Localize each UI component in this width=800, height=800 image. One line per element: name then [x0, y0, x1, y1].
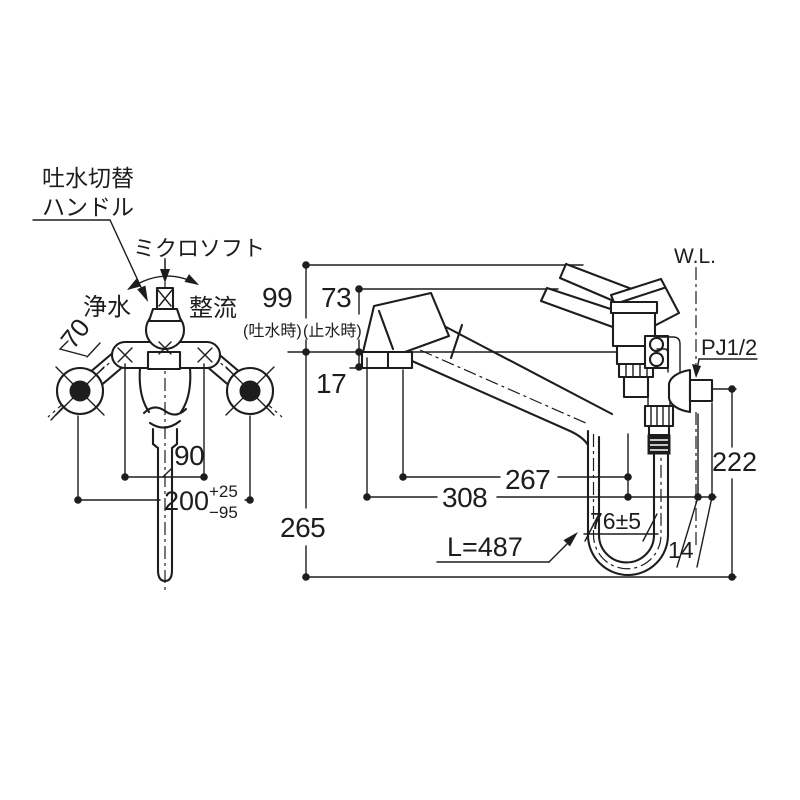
lever-cap-seam	[616, 286, 666, 305]
hose-loop	[586, 429, 670, 577]
dim-99-note: (吐水時)	[243, 322, 302, 340]
valve-body	[609, 300, 659, 399]
spout-tube	[410, 323, 614, 447]
dim-200-value: 200	[164, 486, 209, 516]
hose-length-value: L=487	[447, 532, 523, 562]
thread-callout: PJ1/2	[692, 335, 758, 378]
dim-76: 76±5	[583, 508, 659, 542]
mode-left-label: 浄水	[83, 294, 131, 321]
side-view: W.L.	[243, 245, 758, 581]
spray-head	[360, 291, 451, 370]
dim-267-value: 267	[505, 464, 550, 495]
check-valve-unit	[643, 334, 670, 370]
spray-switch-label: ミクロソフト	[133, 236, 265, 261]
thread-label: PJ1/2	[701, 335, 757, 360]
dim-73-value: 73	[321, 282, 351, 313]
hose-nipple	[643, 379, 675, 455]
right-wall-fitting	[225, 366, 275, 416]
mode-right-label: 整流	[189, 295, 237, 322]
head-center-mark	[158, 341, 172, 355]
dim-14-value: 14	[668, 537, 694, 563]
dim-265-value: 265	[280, 512, 325, 543]
label-spray-switch: ミクロソフト	[133, 236, 265, 283]
front-view: 90 200 +25 −95 70 吐水切替 ハンドル ミク	[32, 165, 283, 592]
dim-17-value: 17	[316, 368, 346, 399]
wall-connection	[656, 336, 714, 414]
label-switch-handle: 吐水切替 ハンドル	[32, 165, 148, 302]
mode-swing-arc	[127, 274, 199, 290]
left-joint-mark	[117, 347, 133, 363]
dim-99-value: 99	[262, 282, 292, 313]
flange-bell	[667, 368, 692, 414]
dim-73-17: 73 (止水時) 17	[303, 282, 365, 399]
dim-222: 222	[711, 385, 757, 581]
switch-handle-label-2: ハンドル	[42, 194, 134, 220]
dim-308-value: 308	[442, 482, 487, 513]
flange-nut	[688, 378, 714, 403]
switch-handle-label-1: 吐水切替	[42, 165, 134, 191]
dim-76-value: 76±5	[590, 508, 641, 534]
dim-222-value: 222	[712, 447, 757, 477]
dim-99-265: 99 (吐水時) 265	[243, 261, 326, 581]
dim-267: 267	[399, 369, 632, 498]
dim-90: 90	[121, 363, 208, 481]
dim-90-value: 90	[174, 440, 204, 471]
right-joint-mark	[197, 347, 213, 363]
dim-73-note: (止水時)	[303, 322, 362, 340]
dim-200: 200 +25 −95	[74, 415, 254, 522]
dim-200-tol-minus: −95	[209, 503, 238, 522]
dim-308-14: 308 14	[363, 357, 717, 568]
dim-200-tol-plus: +25	[209, 482, 238, 501]
wall-line-label: W.L.	[674, 245, 716, 268]
hose-length-callout: L=487	[436, 532, 578, 563]
switch-knob	[147, 286, 183, 323]
body-window	[146, 350, 182, 371]
